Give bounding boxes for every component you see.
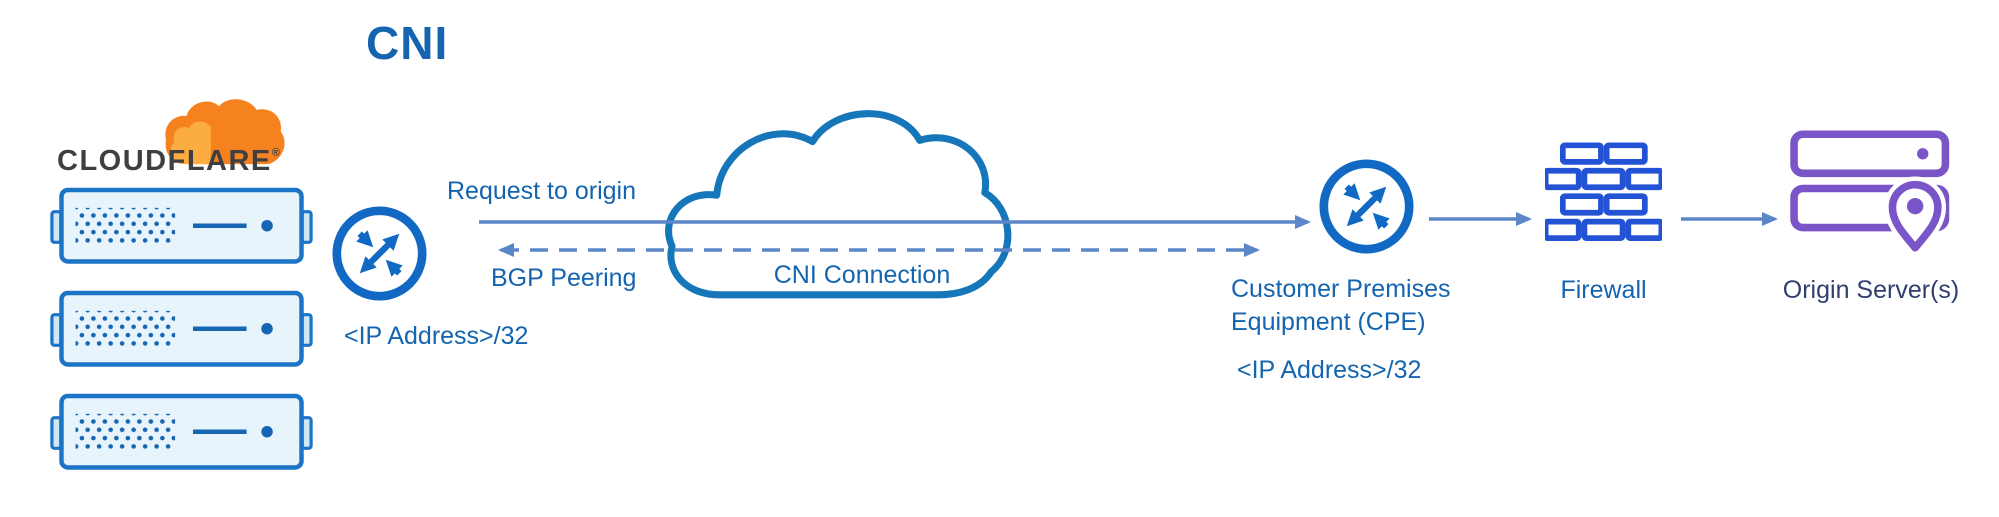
request-to-origin-label: Request to origin [447,177,637,205]
request-arrow [479,215,1311,229]
cpe-to-firewall-arrow [1429,212,1532,226]
cpe-router-icon [1319,159,1414,254]
edge-server-icon [50,393,313,470]
firewall-brick-icon [1545,142,1662,242]
edge-router-ip-label: <IP Address>/32 [344,322,529,350]
edge-server-icon [50,290,313,367]
edge-router-icon [332,206,427,301]
edge-server-icon [50,187,313,264]
cpe-ip-label: <IP Address>/32 [1237,356,1422,384]
origin-servers-icon [1790,130,1950,253]
cpe-label-line1: Customer Premises [1231,275,1451,303]
cpe-label-line2: Equipment (CPE) [1231,308,1426,336]
cpe-label: Customer Premises Equipment (CPE) [1231,273,1451,339]
cloud-label: CNI Connection [773,261,951,289]
cloudflare-cloud-icon [165,99,285,165]
location-pin-icon [1888,180,1942,252]
bgp-peering-label: BGP Peering [491,264,637,292]
registered-mark-icon: ® [271,147,280,159]
bgp-peering-arrow [498,243,1260,257]
cloudflare-wordmark: CLOUDFLARE® [57,145,280,178]
firewall-to-origin-arrow [1681,212,1778,226]
diagram-title: CNI [366,17,449,69]
origin-servers-label: Origin Server(s) [1782,276,1960,304]
cloudflare-brand-text: CLOUDFLARE [57,145,272,177]
firewall-label: Firewall [1560,276,1647,304]
